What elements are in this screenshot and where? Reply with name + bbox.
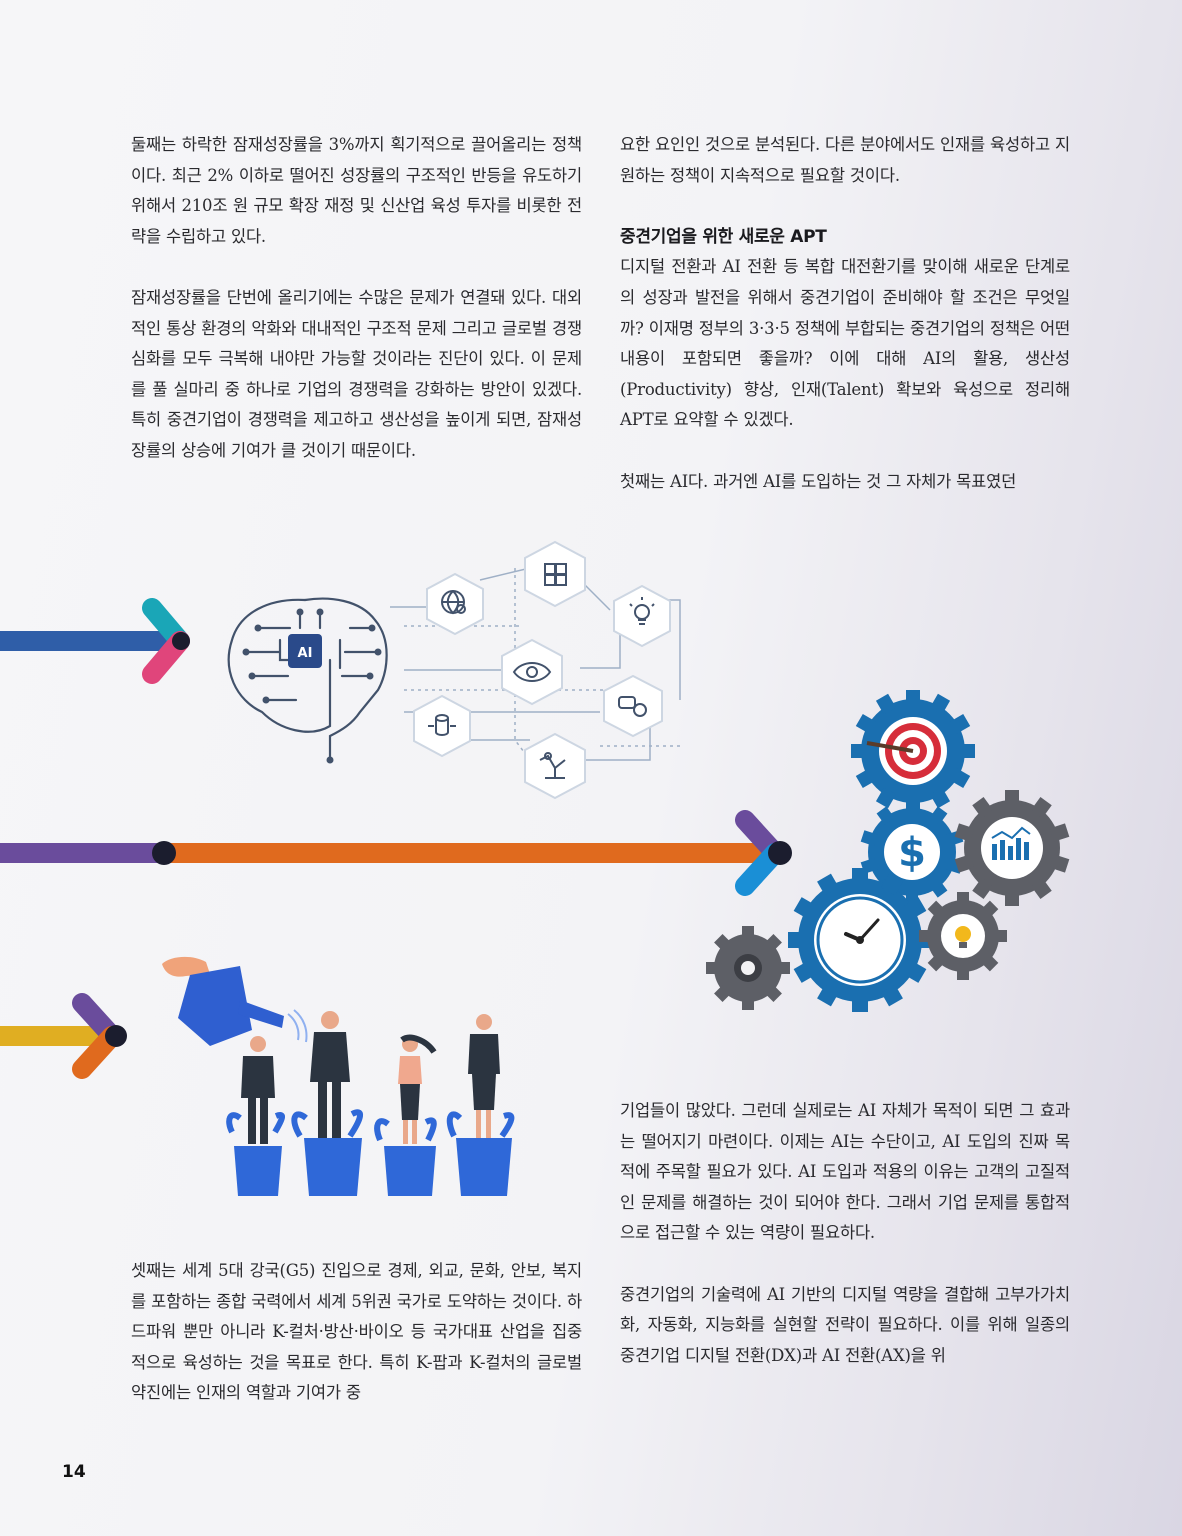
ai-chip-label: AI (298, 646, 313, 661)
arrows-illustration (0, 598, 792, 1079)
person-4 (446, 1014, 515, 1196)
person-2 (291, 1011, 363, 1196)
dollar-gear: $ (860, 800, 964, 904)
person-1 (226, 1036, 285, 1196)
paragraph: 셋째는 세계 5대 강국(G5) 진입으로 경제, 외교, 문화, 안보, 복지… (131, 1261, 582, 1403)
puzzle-icon (544, 563, 567, 586)
watering-can (162, 956, 308, 1046)
paragraph: 잠재성장률을 단번에 올리기에는 수많은 문제가 연결돼 있다. 대외적인 통상… (131, 287, 582, 460)
lightbulb-gear (919, 892, 1007, 980)
talent-growth-illustration (162, 956, 515, 1196)
ai-chip (288, 634, 322, 668)
hex-icon-chat-gear (603, 674, 663, 738)
paragraph: 요한 요인인 것으로 분석된다. 다른 분야에서도 인재를 육성하고 지원하는 … (620, 135, 1070, 185)
paragraph: 기업들이 많았다. 그런데 실제로는 AI 자체가 목적이 되면 그 효과는 떨… (620, 1101, 1070, 1243)
database-icon (428, 714, 456, 736)
right-column-bottom: 기업들이 많았다. 그런데 실제로는 AI 자체가 목적이 되면 그 효과는 떨… (620, 1096, 1070, 1371)
hex-icon-globe (426, 572, 484, 636)
left-column-top: 둘째는 하락한 잠재성장률을 3%까지 획기적으로 끌어올리는 정책이다. 최근… (131, 130, 582, 467)
ai-brain-network-illustration: AI (227, 540, 681, 800)
hex-icon-robot-arm (524, 732, 586, 800)
target-gear (851, 690, 975, 813)
right-column-top: 요한 요인인 것으로 분석된다. 다른 분야에서도 인재를 육성하고 지원하는 … (620, 130, 1070, 497)
page-number: 14 (62, 1462, 86, 1482)
arrow-top (0, 598, 190, 684)
eye-icon (512, 662, 552, 682)
person-3 (374, 1034, 437, 1196)
bar-chart-icon (991, 826, 1031, 860)
dollar-icon: $ (898, 830, 926, 876)
hex-icon-lightbulb (613, 584, 671, 648)
clock-gear (788, 868, 932, 1012)
chat-gear-icon (618, 696, 647, 717)
clock-icon (814, 894, 906, 986)
gears-illustration: $ (706, 690, 1070, 1012)
hex-icon-eye (501, 638, 563, 706)
arrow-bottom (0, 993, 127, 1079)
robot-arm-icon (539, 752, 566, 779)
hex-icon-database (413, 694, 471, 758)
gear-icon (734, 954, 762, 982)
left-column-bottom: 셋째는 세계 5대 강국(G5) 진입으로 경제, 외교, 문화, 안보, 복지… (131, 1256, 582, 1409)
paragraph: 첫째는 AI다. 과거엔 AI를 도입하는 것 그 자체가 목표였던 (620, 471, 1017, 491)
hex-icon-puzzle (524, 540, 586, 608)
section-heading: 중견기업을 위한 새로운 APT (620, 226, 827, 247)
lightbulb-icon (955, 926, 971, 948)
chart-gear (954, 790, 1070, 906)
arrow-middle (0, 810, 792, 896)
lightbulb-icon (629, 597, 655, 625)
paragraph: 둘째는 하락한 잠재성장률을 3%까지 획기적으로 끌어올리는 정책이다. 최근… (131, 135, 582, 246)
paragraph: 디지털 전환과 AI 전환 등 복합 대전환기를 맞이해 새로운 단계로의 성장… (620, 257, 1070, 430)
target-icon (866, 717, 947, 785)
globe-icon (441, 590, 466, 615)
paragraph: 중견기업의 기술력에 AI 기반의 디지털 역량을 결합해 고부가가치화, 자동… (620, 1284, 1070, 1365)
gray-gear (706, 926, 790, 1010)
